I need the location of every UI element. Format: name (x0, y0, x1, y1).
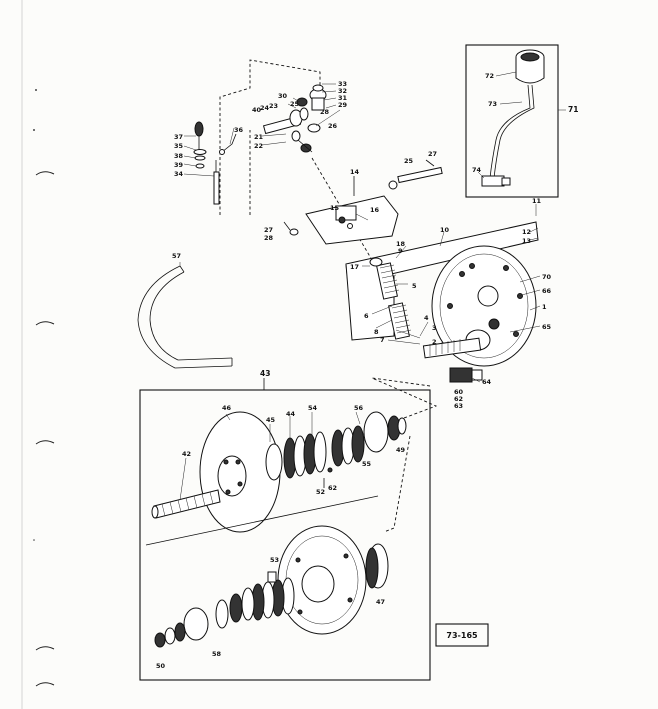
clutch-housing (345, 221, 539, 383)
callout-29: 29 (338, 101, 348, 109)
callout-43: 43 (260, 369, 270, 378)
callout-12: 12 (522, 228, 531, 236)
callout-8: 8 (374, 328, 379, 336)
callout-26: 26 (328, 122, 338, 130)
callout-73: 73 (488, 100, 497, 108)
callout-7: 7 (380, 336, 385, 344)
callout-46: 46 (222, 404, 232, 412)
callout-42: 42 (182, 450, 191, 458)
callout-2: 2 (432, 338, 437, 346)
callout-62-right: 62 (454, 395, 463, 403)
clutch-assembly-43 (139, 378, 431, 681)
callout-9: 9 (398, 247, 403, 255)
callout-72: 72 (485, 72, 494, 80)
binding-marks (21, 0, 55, 709)
callout-32: 32 (338, 87, 347, 95)
callout-labels: 33 32 31 29 30 28 40 24 23 25 26 21 22 3… (156, 72, 578, 670)
callout-11: 11 (532, 197, 542, 205)
pin-25-28 (388, 159, 443, 190)
callout-10: 10 (440, 226, 450, 234)
callout-62: 62 (328, 484, 337, 492)
callout-18: 18 (396, 240, 406, 248)
callout-28-washer: 28 (264, 234, 274, 242)
callout-57: 57 (172, 252, 181, 260)
callout-45: 45 (266, 416, 276, 424)
callout-6: 6 (364, 312, 369, 320)
callout-15: 15 (330, 204, 340, 212)
callout-24: 24 (260, 104, 270, 112)
callout-31: 31 (338, 94, 348, 102)
callout-30: 30 (278, 92, 288, 100)
figure-ref-label: 73-165 (446, 631, 478, 640)
callout-25-pin: 25 (404, 157, 414, 165)
spring-57 (137, 265, 233, 369)
callout-38: 38 (174, 152, 184, 160)
callout-44: 44 (286, 410, 296, 418)
callout-1: 1 (542, 303, 547, 311)
callout-60: 60 (454, 388, 464, 396)
callout-70: 70 (542, 273, 552, 281)
callout-66: 66 (542, 287, 552, 295)
callout-49: 49 (396, 446, 406, 454)
figure-reference: 73-165 (435, 623, 489, 647)
bracket-14 (305, 176, 399, 245)
callout-52: 52 (316, 488, 325, 496)
callout-4: 4 (424, 314, 429, 322)
callout-28: 28 (320, 108, 330, 116)
leader-lines (179, 71, 566, 501)
callout-34: 34 (174, 170, 184, 178)
callout-22: 22 (254, 142, 263, 150)
callout-47: 47 (376, 598, 385, 606)
callout-17: 17 (350, 263, 359, 271)
spring-stack-bottom (154, 543, 389, 648)
callout-36: 36 (234, 126, 244, 134)
callout-56: 56 (354, 404, 364, 412)
assembly-link-line (371, 377, 438, 419)
callout-3: 3 (432, 324, 437, 332)
callout-37: 37 (174, 133, 183, 141)
callout-13: 13 (522, 237, 531, 245)
gauge-inset (465, 44, 559, 198)
callout-53: 53 (270, 556, 279, 564)
callout-58: 58 (212, 650, 222, 658)
callout-63: 63 (454, 402, 463, 410)
assembly-centerline-43 (383, 435, 411, 533)
callout-71: 71 (568, 105, 578, 114)
washer-27-28 (283, 221, 299, 236)
callout-25: 25 (290, 100, 300, 108)
callout-55: 55 (362, 460, 372, 468)
callout-39: 39 (174, 161, 184, 169)
callout-16: 16 (370, 206, 380, 214)
callout-14: 14 (350, 168, 360, 176)
callout-33: 33 (338, 80, 347, 88)
callout-27-washer: 27 (264, 226, 273, 234)
callout-64: 64 (482, 378, 492, 386)
callout-40: 40 (252, 106, 262, 114)
callout-50: 50 (156, 662, 166, 670)
callout-74: 74 (472, 166, 482, 174)
callout-54: 54 (308, 404, 318, 412)
spring-stack-top (265, 411, 407, 488)
callout-65: 65 (542, 323, 552, 331)
callout-5: 5 (412, 282, 417, 290)
callout-21: 21 (254, 133, 264, 141)
callout-35: 35 (174, 142, 184, 150)
callout-27-pin: 27 (428, 150, 437, 158)
callout-23: 23 (269, 102, 278, 110)
